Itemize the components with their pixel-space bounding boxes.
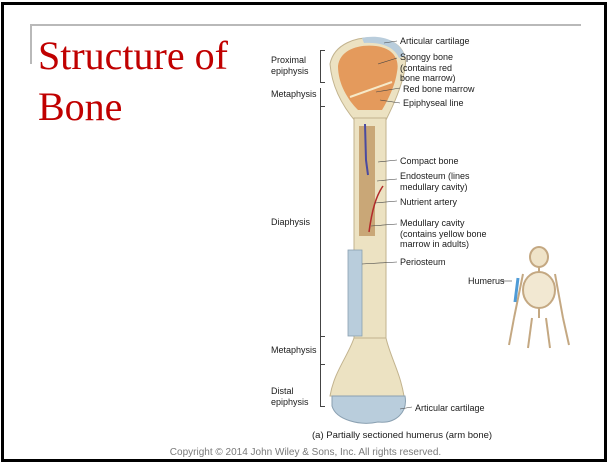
bracket-tick	[320, 106, 325, 107]
skeleton-inset-figure	[509, 247, 569, 348]
bracket-tick	[320, 406, 325, 407]
label-endosteum: Endosteum (lines medullary cavity)	[400, 171, 470, 192]
label-distal-epiphysis: Distal epiphysis	[271, 386, 309, 407]
label-epiphyseal-line: Epiphyseal line	[403, 98, 464, 109]
bracket-tick	[320, 336, 325, 337]
medullary-cavity-shape	[359, 126, 375, 236]
label-metaphysis-top: Metaphysis	[271, 89, 317, 100]
label-articular-cartilage-bottom: Articular cartilage	[415, 403, 485, 414]
articular-cartilage-bottom-shape	[332, 396, 405, 423]
label-nutrient-artery: Nutrient artery	[400, 197, 457, 208]
copyright-footer: Copyright © 2014 John Wiley & Sons, Inc.…	[0, 447, 611, 458]
label-articular-cartilage-top: Articular cartilage	[400, 36, 470, 47]
label-diaphysis: Diaphysis	[271, 217, 310, 228]
distal-epiphysis-shape	[330, 338, 404, 396]
label-compact-bone: Compact bone	[400, 156, 459, 167]
label-red-bone-marrow: Red bone marrow	[403, 84, 475, 95]
label-periosteum: Periosteum	[400, 257, 446, 268]
bracket-diaphysis	[320, 88, 321, 406]
periosteum-shape	[348, 250, 362, 336]
bracket-proximal-epiphysis	[320, 50, 321, 82]
label-metaphysis-bottom: Metaphysis	[271, 345, 317, 356]
label-medullary-cavity: Medullary cavity (contains yellow bone m…	[400, 218, 487, 250]
label-humerus-inset: Humerus	[468, 276, 505, 287]
label-spongy-bone: Spongy bone (contains red bone marrow)	[400, 52, 456, 84]
bracket-tick	[320, 50, 325, 51]
figure-caption: (a) Partially sectioned humerus (arm bon…	[312, 431, 492, 442]
label-proximal-epiphysis: Proximal epiphysis	[271, 55, 309, 76]
bracket-tick	[320, 82, 325, 83]
bracket-tick	[320, 364, 325, 365]
